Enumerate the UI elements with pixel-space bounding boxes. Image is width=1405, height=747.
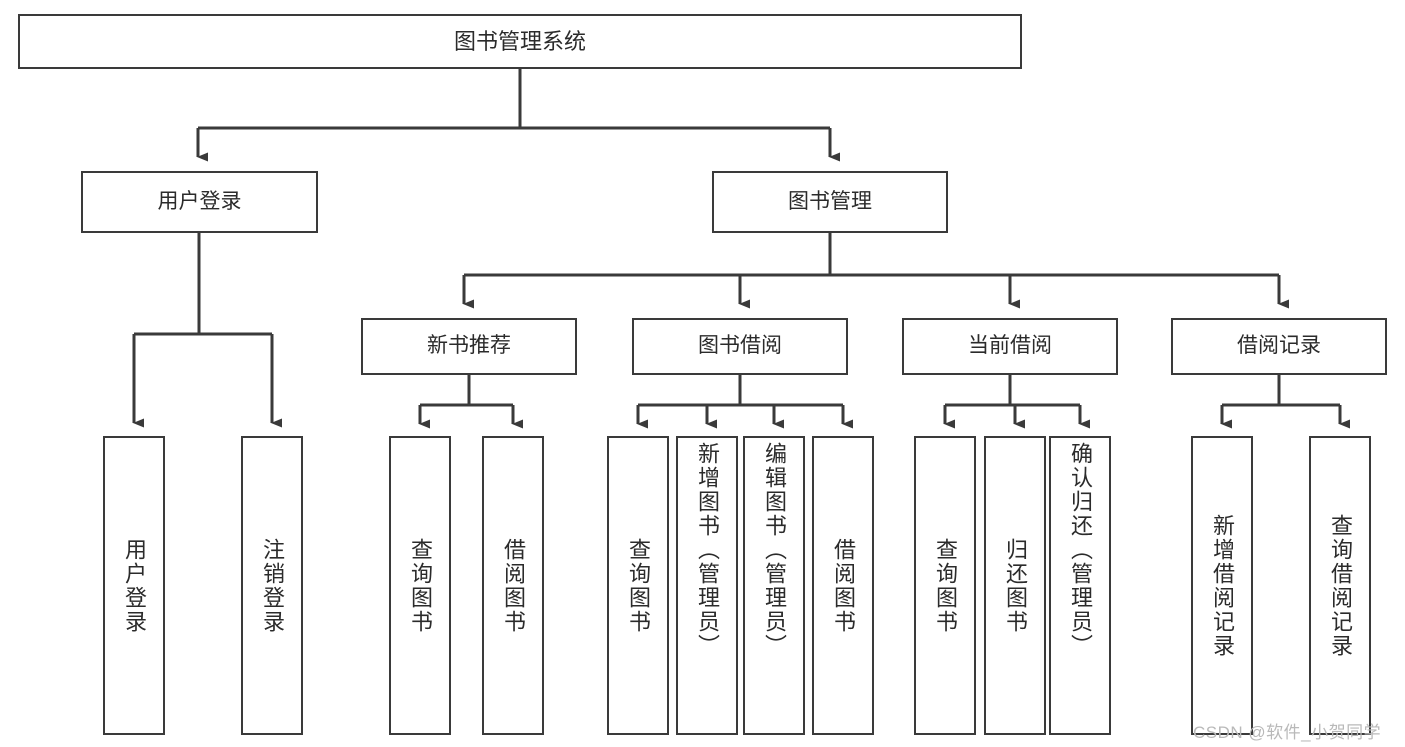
- leaf-add-borrow-record[interactable]: 新增借阅记录: [1191, 436, 1253, 735]
- node-label: 借阅图书: [831, 537, 856, 634]
- node-current-borrow[interactable]: 当前借阅: [902, 318, 1118, 375]
- node-borrow-records[interactable]: 借阅记录: [1171, 318, 1387, 375]
- node-book-management[interactable]: 图书管理: [712, 171, 948, 233]
- node-label: 归还图书: [1003, 537, 1028, 634]
- leaf-return-book[interactable]: 归还图书: [984, 436, 1046, 735]
- leaf-borrow-book-recommend[interactable]: 借阅图书: [482, 436, 544, 735]
- node-label: 借阅图书: [501, 537, 526, 634]
- node-book-management-system[interactable]: 图书管理系统: [18, 14, 1022, 69]
- node-label: 确认归还（管理员）: [1068, 442, 1093, 658]
- node-label: 用户登录: [157, 189, 242, 213]
- node-label: 图书管理: [788, 189, 872, 213]
- node-label: 查询图书: [626, 537, 651, 634]
- node-label: 图书借阅: [698, 334, 782, 358]
- node-label: 查询图书: [933, 537, 958, 634]
- leaf-borrow-book[interactable]: 借阅图书: [812, 436, 874, 735]
- leaf-add-book-admin[interactable]: 新增图书（管理员）: [676, 436, 738, 735]
- node-label: 新增图书（管理员）: [695, 442, 720, 658]
- node-label: 注销登录: [260, 537, 285, 634]
- node-label: 新书推荐: [427, 334, 511, 358]
- node-user-login[interactable]: 用户登录: [81, 171, 318, 233]
- leaf-query-book-recommend[interactable]: 查询图书: [389, 436, 451, 735]
- node-label: 编辑图书（管理员）: [762, 442, 787, 658]
- leaf-confirm-return-admin[interactable]: 确认归还（管理员）: [1049, 436, 1111, 735]
- node-label: 新增借阅记录: [1210, 513, 1235, 658]
- node-label: 当前借阅: [968, 334, 1052, 358]
- node-label: 图书管理系统: [453, 28, 586, 54]
- leaf-edit-book-admin[interactable]: 编辑图书（管理员）: [743, 436, 805, 735]
- node-label: 查询图书: [408, 537, 433, 634]
- node-label: 借阅记录: [1237, 334, 1321, 358]
- node-book-borrow[interactable]: 图书借阅: [632, 318, 848, 375]
- node-label: 查询借阅记录: [1328, 513, 1353, 658]
- leaf-user-login[interactable]: 用户登录: [103, 436, 165, 735]
- csdn-watermark: CSDN @软件_小贺同学: [1193, 723, 1382, 742]
- node-new-book-recommend[interactable]: 新书推荐: [361, 318, 577, 375]
- leaf-query-book-borrow[interactable]: 查询图书: [607, 436, 669, 735]
- leaf-query-book-current[interactable]: 查询图书: [914, 436, 976, 735]
- leaf-query-borrow-record[interactable]: 查询借阅记录: [1309, 436, 1371, 735]
- leaf-user-logout[interactable]: 注销登录: [241, 436, 303, 735]
- node-label: 用户登录: [122, 537, 147, 634]
